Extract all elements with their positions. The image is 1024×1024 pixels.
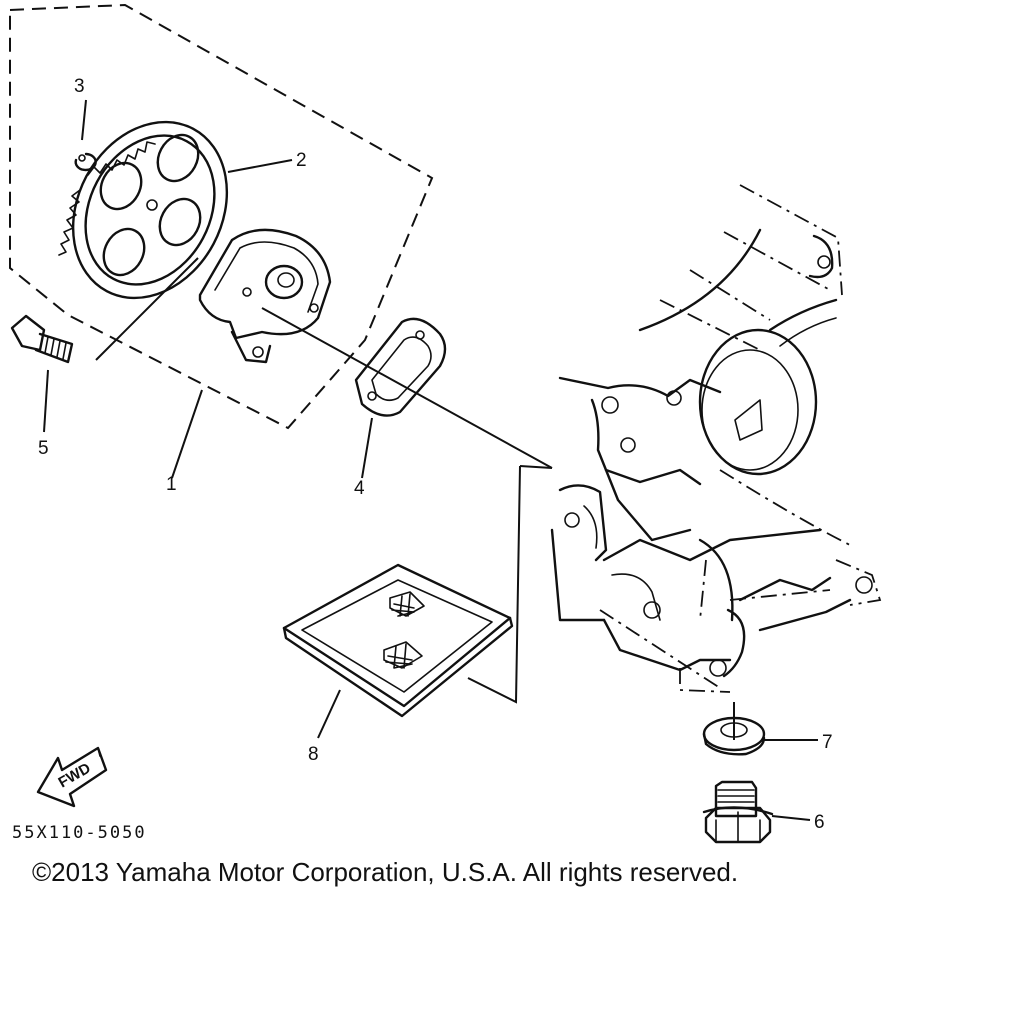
pump-gasket [354,317,447,417]
callout-5: 5 [38,438,49,459]
callout-6: 6 [814,812,825,833]
oil-strainer [282,563,514,718]
fwd-arrow-icon: FWD [36,746,108,808]
drain-plug [702,780,774,844]
leader-lines [43,99,818,821]
copyright-notice: ©2013 Yamaha Motor Corporation, U.S.A. A… [32,857,739,887]
callout-2: 2 [296,150,307,171]
oil-pump-housing [198,228,332,364]
diagram-code: 55X110-5050 [12,823,147,843]
pump-drive-gear [58,120,229,300]
callout-1: 1 [166,474,177,495]
callout-7: 7 [822,732,833,753]
callout-3: 3 [74,76,85,97]
crankcase [550,184,882,693]
callout-8: 8 [308,744,319,765]
assembly-boundary [9,3,434,430]
circlip [74,152,97,172]
mounting-bolt [10,314,74,364]
callout-4: 4 [354,478,365,499]
